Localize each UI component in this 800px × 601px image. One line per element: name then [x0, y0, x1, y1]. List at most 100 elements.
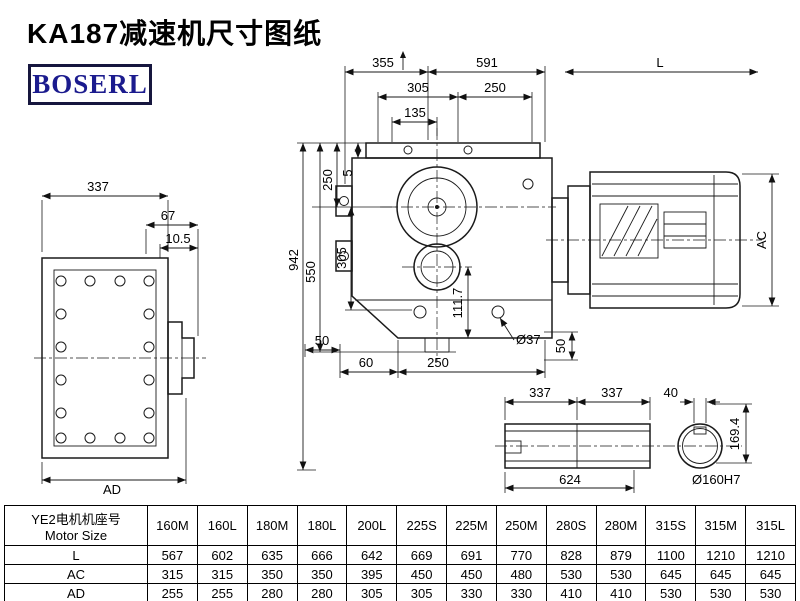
- table-cell: 530: [695, 583, 747, 601]
- table-cell: 255: [147, 583, 198, 601]
- table-cell: 1100: [645, 545, 697, 565]
- dim-label-v305: 305: [334, 247, 349, 269]
- row-label: L: [4, 545, 148, 565]
- col-header: 225M: [446, 505, 497, 546]
- table-cell: 879: [595, 545, 647, 565]
- page-title: KA187减速机尺寸图纸: [27, 18, 323, 49]
- table-row-AC: AC 315 315 350 350 395 450 450 480 530 5…: [4, 564, 796, 584]
- col-header: 280S: [545, 505, 597, 546]
- table-cell: 602: [196, 545, 248, 565]
- table-cell: 828: [545, 545, 597, 565]
- table-cell: 666: [296, 545, 348, 565]
- table-cell: 305: [346, 583, 398, 601]
- front-view: 355 591 305 250 135 942 550: [286, 51, 578, 471]
- dim-label-169-4: 169.4: [727, 418, 742, 451]
- table-cell: 669: [396, 545, 448, 565]
- table-cell: 280: [296, 583, 348, 601]
- table-cell: 480: [495, 564, 547, 584]
- table-cell: 410: [545, 583, 597, 601]
- bore-circle: [677, 423, 723, 469]
- col-header: 315L: [745, 505, 796, 546]
- table-header-row: YE2电机机座号 Motor Size 160M 160L 180M 180L …: [4, 505, 796, 546]
- row-label: AC: [4, 564, 148, 584]
- table-cell: 645: [745, 564, 796, 584]
- table-cell: 635: [246, 545, 298, 565]
- col-header: 315S: [645, 505, 697, 546]
- col-header: 200L: [346, 505, 398, 546]
- dim-label-L: L: [656, 55, 663, 70]
- col-header: 225S: [396, 505, 448, 546]
- dim-label-550: 550: [303, 261, 318, 283]
- table-cell: 255: [196, 583, 248, 601]
- table-cell: 410: [595, 583, 647, 601]
- dim-label-left-337: 337: [87, 179, 109, 194]
- dim-label-355: 355: [372, 55, 394, 70]
- col-header: 160L: [196, 505, 248, 546]
- dim-label-r50: 50: [553, 339, 568, 353]
- col-header: 250M: [495, 505, 547, 546]
- dim-label-ad: AD: [103, 482, 121, 497]
- up-arrow-mark: [400, 51, 406, 58]
- table-cell: 691: [446, 545, 497, 565]
- table-cell: 450: [446, 564, 497, 584]
- table-cell: 450: [396, 564, 448, 584]
- col-header: 280M: [595, 505, 647, 546]
- dim-label-shaft-337b: 337: [601, 385, 623, 400]
- table-cell: 645: [695, 564, 747, 584]
- table-header-motor-size: YE2电机机座号 Motor Size: [4, 505, 148, 546]
- table-cell: 1210: [695, 545, 747, 565]
- motor-view: L AC: [546, 55, 779, 309]
- table-row-L: L 567 602 635 666 642 669 691 770 828 87…: [4, 545, 796, 565]
- table-cell: 642: [346, 545, 398, 565]
- table-row-AD: AD 255 255 280 280 305 305 330 330 410 4…: [4, 583, 796, 601]
- dim-label-AC: AC: [754, 231, 769, 249]
- table-cell: 315: [196, 564, 248, 584]
- col-header: 160M: [147, 505, 198, 546]
- dim-label-5: 5: [340, 169, 355, 176]
- table-cell: 350: [296, 564, 348, 584]
- col-header: 180M: [246, 505, 298, 546]
- table-header-cn: YE2电机机座号: [31, 511, 121, 527]
- table-cell: 567: [147, 545, 198, 565]
- motor-body: [589, 171, 741, 309]
- dim-label-b250: 250: [427, 355, 449, 370]
- dim-label-60: 60: [359, 355, 373, 370]
- dim-label-dia160h7: Ø160H7: [692, 472, 740, 487]
- table-cell: 530: [595, 564, 647, 584]
- dim-label-624: 624: [559, 472, 581, 487]
- table-cell: 1210: [745, 545, 796, 565]
- motor-size-table: YE2电机机座号 Motor Size 160M 160L 180M 180L …: [4, 505, 796, 601]
- table-cell: 395: [346, 564, 398, 584]
- dim-label-40: 40: [664, 385, 678, 400]
- row-label: AD: [4, 583, 148, 601]
- dim-label-top-305: 305: [407, 80, 429, 95]
- table-cell: 330: [446, 583, 497, 601]
- shaft-end-protrusion: [167, 321, 195, 395]
- table-cell: 315: [147, 564, 198, 584]
- technical-drawing: 337 67 10.5 AD: [34, 51, 779, 497]
- col-header: 315M: [695, 505, 747, 546]
- dim-label-111-7: 111.7: [450, 288, 465, 319]
- table-header-en: Motor Size: [44, 527, 108, 543]
- dim-label-b50: 50: [315, 333, 329, 348]
- dim-label-v250: 250: [320, 169, 335, 191]
- table-cell: 350: [246, 564, 298, 584]
- table-cell: 530: [645, 583, 697, 601]
- table-cell: 530: [545, 564, 597, 584]
- dim-label-10-5: 10.5: [165, 231, 190, 246]
- dim-label-dia37: Ø37: [516, 332, 541, 347]
- col-header: 180L: [296, 505, 348, 546]
- dim-label-135: 135: [404, 105, 426, 120]
- table-cell: 770: [495, 545, 547, 565]
- left-side-view: 337 67 10.5 AD: [34, 179, 206, 497]
- logo-text: BOSERL: [32, 69, 148, 99]
- boserl-logo: BOSERL: [28, 64, 152, 105]
- table-cell: 280: [246, 583, 298, 601]
- dim-label-942: 942: [286, 249, 301, 271]
- dim-label-shaft-337a: 337: [529, 385, 551, 400]
- table-cell: 645: [645, 564, 697, 584]
- table-cell: 530: [745, 583, 796, 601]
- table-cell: 330: [495, 583, 547, 601]
- shaft-detail-view: 337 337 624 40 169.4 Ø160H7: [495, 385, 752, 493]
